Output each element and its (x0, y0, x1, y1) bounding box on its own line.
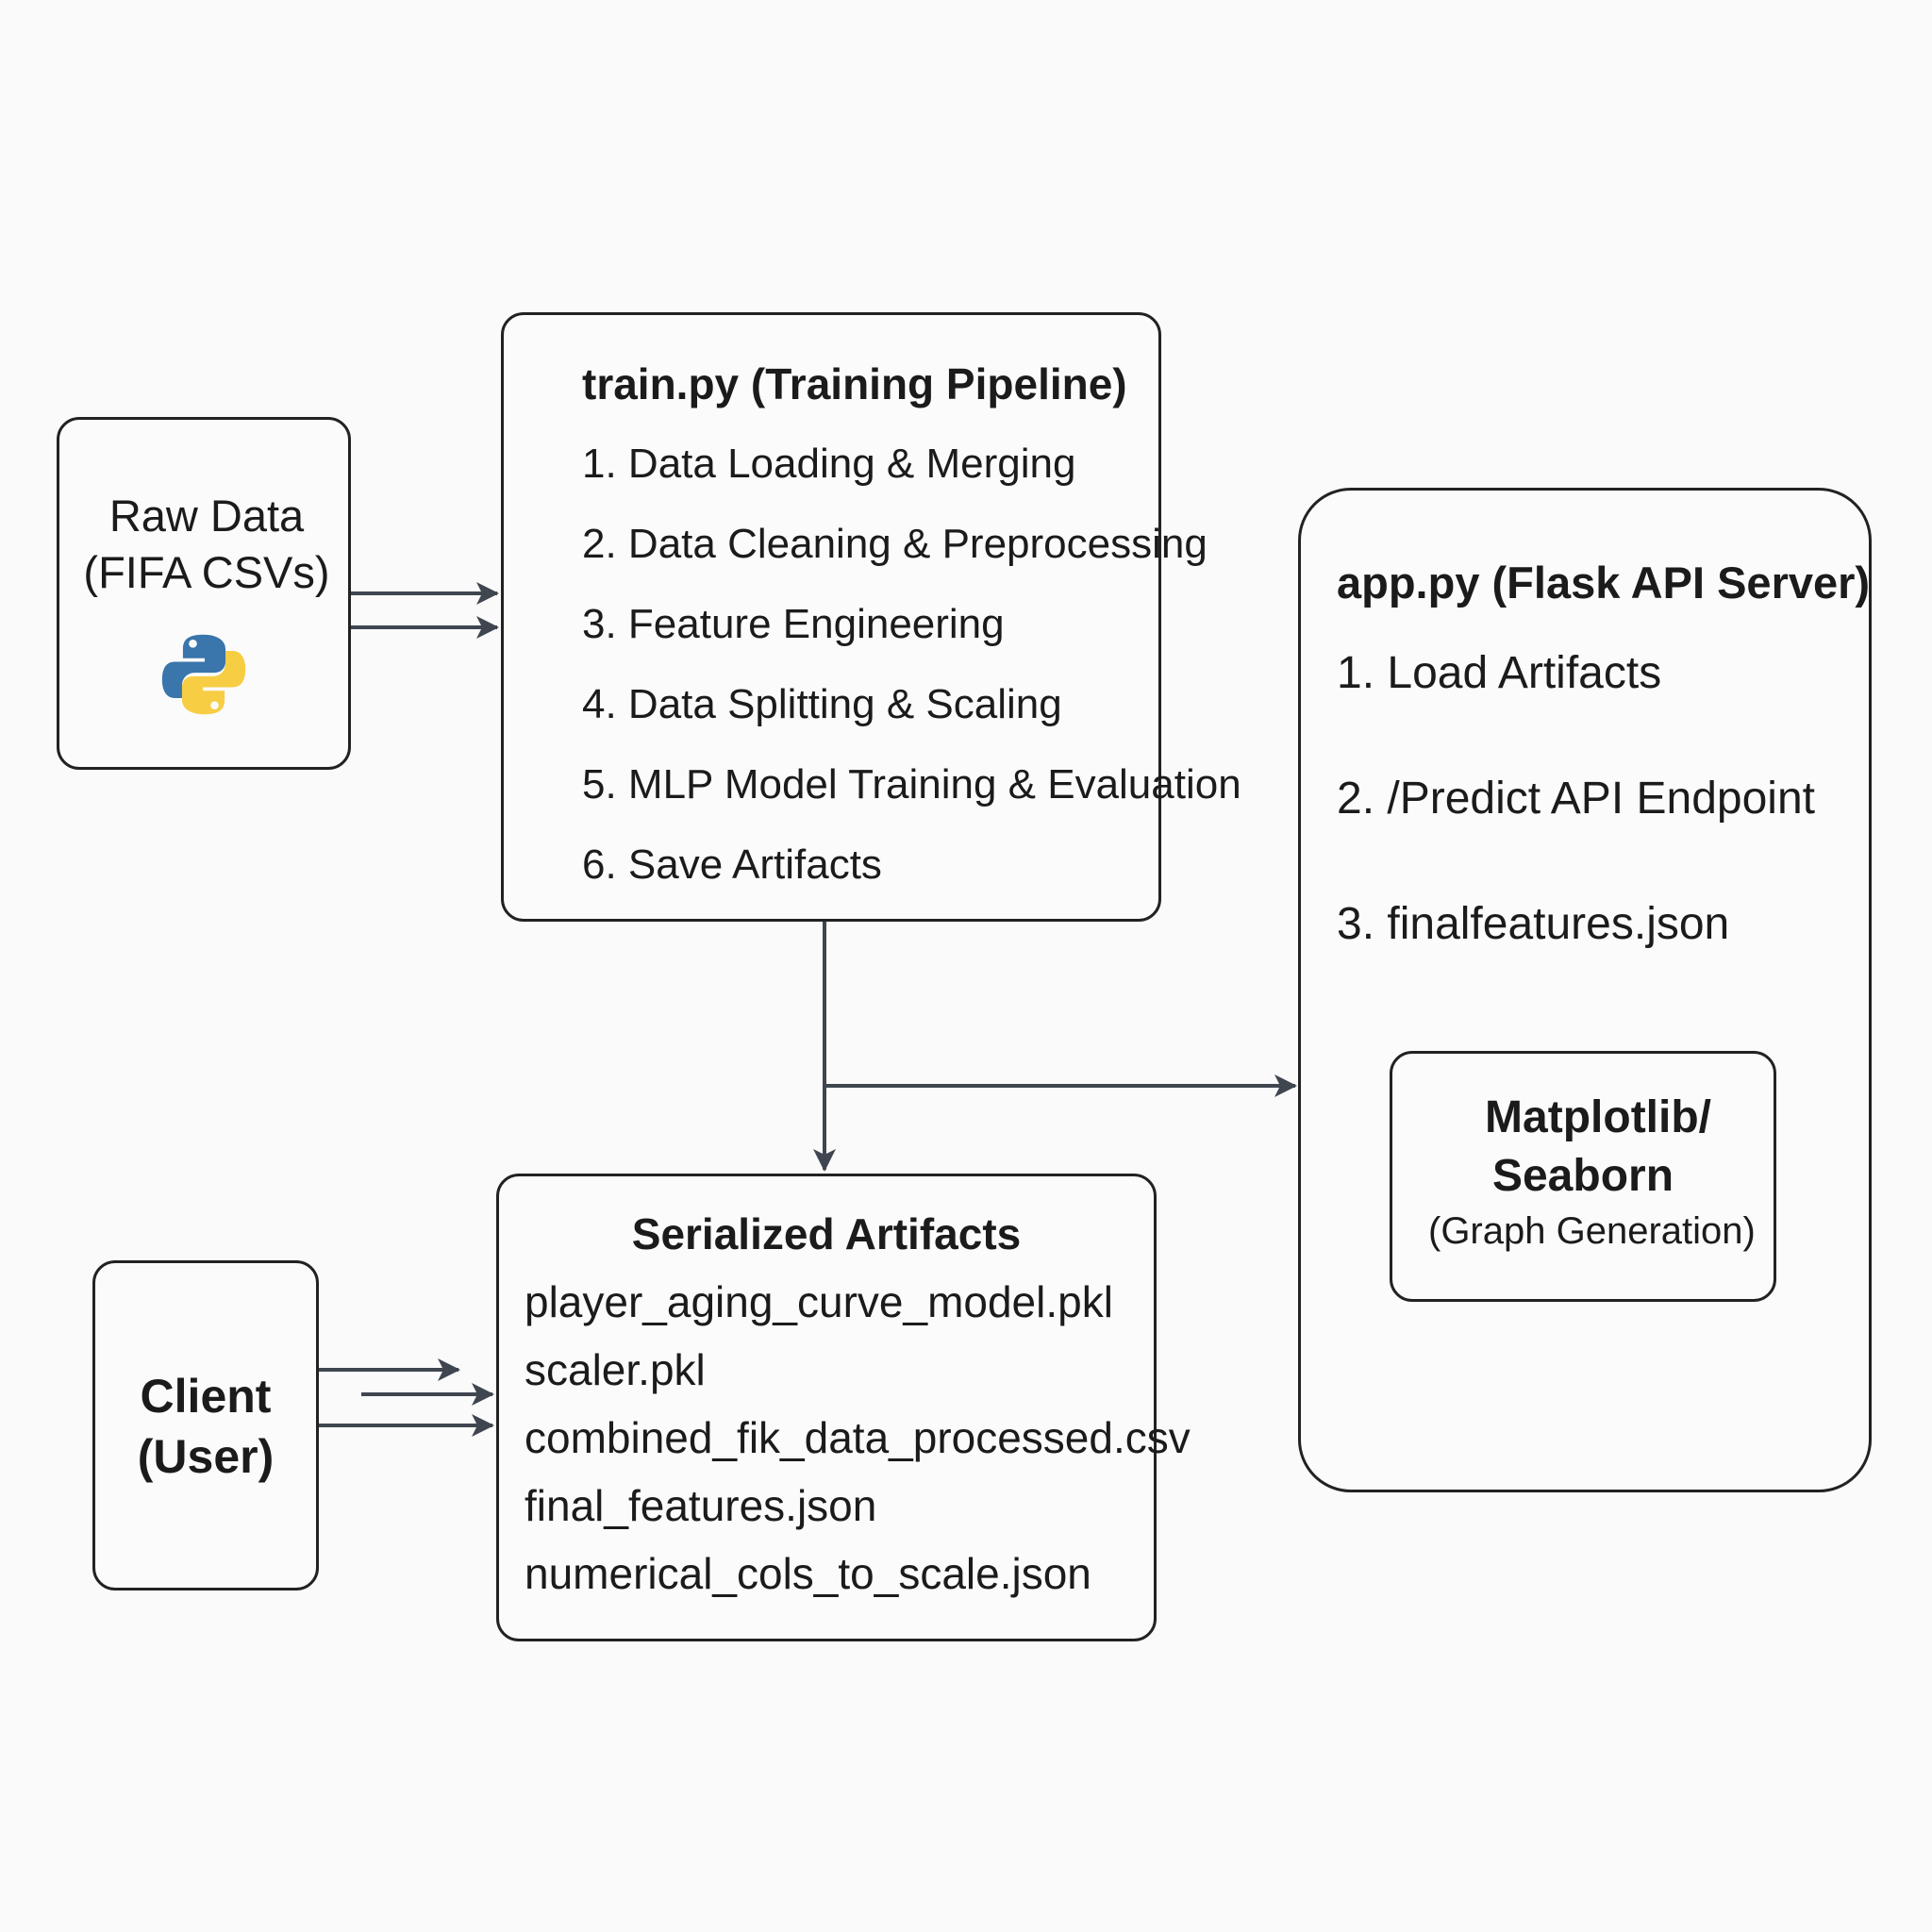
serialized-artifacts-node: Serialized Artifacts player_aging_curve_… (496, 1174, 1191, 1641)
artifact-file: player_aging_curve_model.pkl (525, 1277, 1113, 1326)
graph-generation-label: (Graph Generation) (1428, 1210, 1756, 1252)
training-step: 1. Data Loading & Merging (582, 441, 1076, 487)
training-step: 4. Data Splitting & Scaling (582, 681, 1062, 727)
training-step: 2. Data Cleaning & Preprocessing (582, 521, 1208, 567)
api-server-title: app.py (Flask API Server) (1337, 558, 1871, 608)
artifact-file: combined_fik_data_processed.csv (525, 1413, 1191, 1462)
artifact-file: final_features.json (525, 1481, 877, 1530)
artifacts-title: Serialized Artifacts (631, 1209, 1022, 1258)
training-pipeline-node: train.py (Training Pipeline) 1. Data Loa… (501, 312, 1241, 922)
artifact-file: numerical_cols_to_scale.json (525, 1549, 1091, 1598)
client-label: Client (140, 1370, 272, 1423)
client-role-label: (User) (137, 1430, 275, 1483)
raw-data-label: Raw Data (108, 491, 305, 541)
api-server-step: 1. Load Artifacts (1337, 648, 1662, 698)
raw-data-node: Raw Data (FIFA CSVs) (57, 417, 351, 770)
training-step: 5. MLP Model Training & Evaluation (582, 761, 1241, 808)
training-step: 3. Feature Engineering (582, 601, 1005, 647)
training-step: 6. Save Artifacts (582, 841, 882, 888)
api-server-step: 3. finalfeatures.json (1337, 899, 1730, 949)
python-logo-icon (161, 634, 246, 715)
graph-generation-node: Matplotlib/ Seaborn (Graph Generation) (1390, 1051, 1776, 1302)
graph-library-label: Matplotlib/ (1485, 1092, 1711, 1142)
training-pipeline-title: train.py (Training Pipeline) (582, 359, 1127, 408)
graph-library-label: Seaborn (1491, 1151, 1674, 1201)
api-server-step: 2. /Predict API Endpoint (1337, 774, 1815, 824)
flask-api-server-node: app.py (Flask API Server) 1. Load Artifa… (1298, 488, 1872, 1492)
artifact-file: scaler.pkl (525, 1345, 706, 1394)
client-node: Client (User) (92, 1260, 319, 1591)
raw-data-source-label: (FIFA CSVs) (83, 547, 330, 597)
